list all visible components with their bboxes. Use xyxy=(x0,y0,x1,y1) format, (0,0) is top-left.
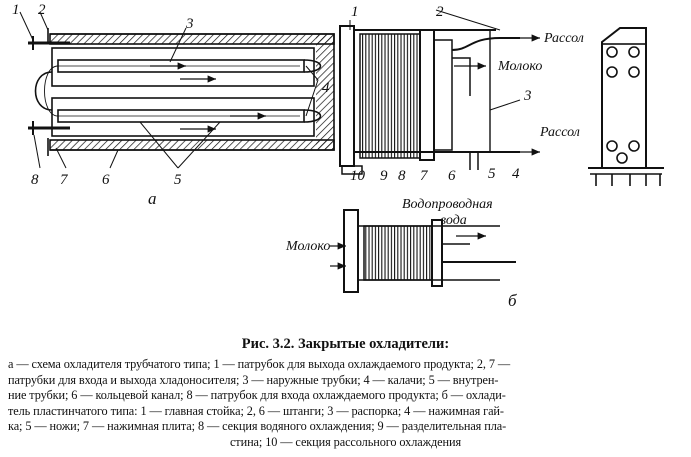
panel-letter-a: а xyxy=(148,189,157,208)
plate-cooler-diagram xyxy=(339,9,540,175)
label-tap-water-2: вода xyxy=(440,213,467,228)
label-a-5: 5 xyxy=(174,172,182,188)
label-brine-top: Рассол xyxy=(543,31,584,46)
label-tap-water-1: Водопроводная xyxy=(402,197,493,212)
label-p-8: 8 xyxy=(398,168,406,184)
label-a-7: 7 xyxy=(60,172,69,188)
label-a-6: 6 xyxy=(102,172,110,188)
label-p-9: 9 xyxy=(380,168,388,184)
label-a-8: 8 xyxy=(31,172,39,188)
legend-line: тель пластинчатого типа: 1 — главная сто… xyxy=(8,403,504,418)
figure-legend: а — схема охладителя трубчатого типа; 1 … xyxy=(8,357,683,451)
label-p-5: 5 xyxy=(488,166,496,182)
label-a-3: 3 xyxy=(185,16,194,32)
legend-line: стина; 10 — секция рассольного охлаждени… xyxy=(229,434,462,449)
label-a-1: 1 xyxy=(12,2,20,18)
label-p-1: 1 xyxy=(351,4,359,20)
panel-letter-b: б xyxy=(508,291,517,310)
legend-line: а — схема охладителя трубчатого типа; 1 … xyxy=(8,357,511,371)
label-p-4: 4 xyxy=(512,166,520,182)
label-milk-top: Молоко xyxy=(497,59,542,74)
label-p-7: 7 xyxy=(420,168,429,184)
label-p-3: 3 xyxy=(523,88,532,104)
label-p-6: 6 xyxy=(448,168,456,184)
legend-line: ние трубки; 6 — кольцевой канал; 8 — пат… xyxy=(8,388,506,403)
label-p-10: 10 xyxy=(350,168,366,184)
label-a-2: 2 xyxy=(38,2,46,18)
label-milk-b: Молоко xyxy=(285,239,330,254)
label-brine-right: Рассол xyxy=(539,125,580,140)
figure-drawing: 1 2 3 4 5 6 7 8 а 1 2 3 4 5 6 xyxy=(12,2,664,310)
tubular-cooler-diagram xyxy=(19,11,335,169)
label-p-2: 2 xyxy=(436,4,444,20)
legend-line: ка; 5 — ножи; 7 — нажимная плита; 8 — се… xyxy=(8,419,507,434)
plate-cooler-side-view xyxy=(330,209,516,293)
label-a-4: 4 xyxy=(322,80,330,96)
legend-line: патрубки для входа и выхода хладоносител… xyxy=(8,372,499,387)
plate-front-view xyxy=(588,27,664,186)
figure-caption: Рис. 3.2. Закрытые охладители: xyxy=(241,336,450,352)
